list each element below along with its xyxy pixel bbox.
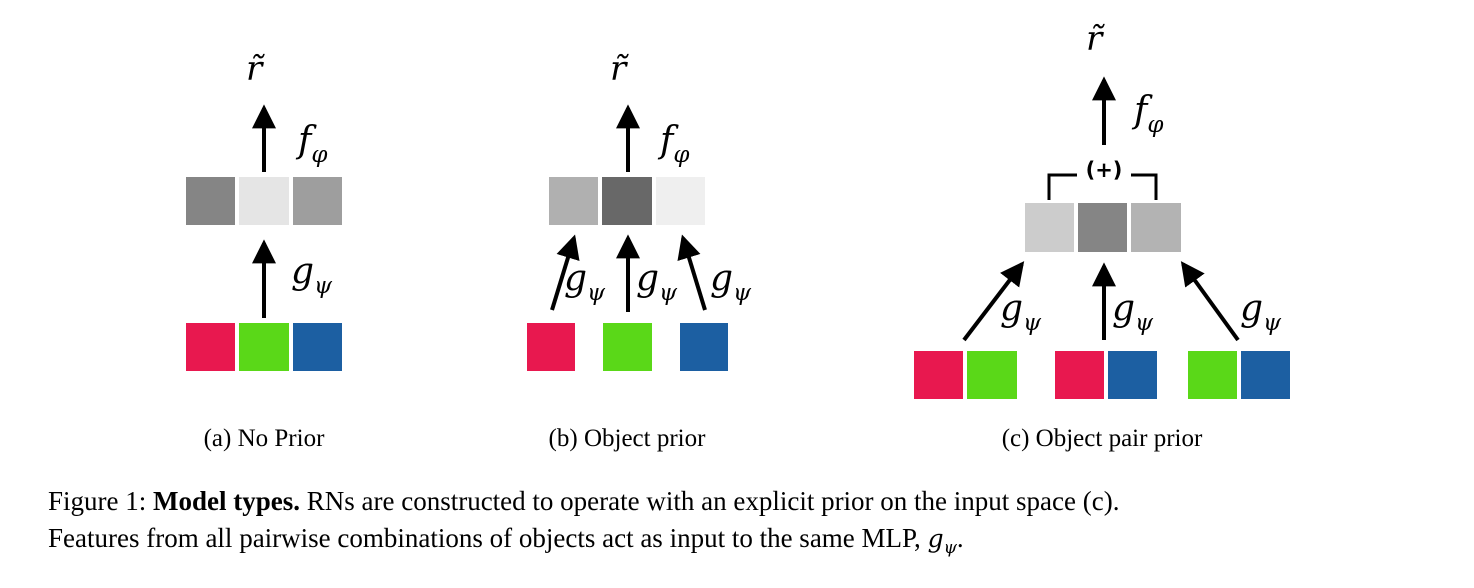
relation-network-diagram: r̃ fφ gψ (a) No Prior r̃ fφ gψ gψ gψ (b)… [186,19,1290,452]
panel-c-g-label-right: gψ [1240,288,1282,336]
figure-caption-line-2: Features from all pairwise combinations … [48,520,1448,567]
figure-caption-text-2: Features from all pairwise combinations … [48,523,921,553]
panel-a-feature-cell-3 [293,177,342,225]
panel-a-f-label: fφ [295,120,328,168]
panel-a-feature-cell-2 [239,177,289,225]
panel-b-object-prior: r̃ fφ gψ gψ gψ (b) Object prior [527,49,752,452]
panel-b-object-red [527,323,575,371]
panel-c-pair3-blue [1241,351,1290,399]
panel-c-pair3-green [1188,351,1237,399]
figure-label: Figure 1: [48,486,147,516]
panel-b-g-label-right: gψ [710,258,752,306]
figure-caption-mlp-symbol: gψ [927,524,957,558]
figure-caption-period: . [956,523,964,553]
panel-c-pair1-red [914,351,963,399]
panel-b-g-arrow-right [677,234,707,311]
panel-c-sum-bracket-right [1131,173,1158,200]
panel-c-feature-cell-1 [1025,203,1074,252]
panel-b-object-green [603,323,652,371]
panel-b-feature-cell-3 [656,177,705,225]
panel-a-no-prior: r̃ fφ gψ (a) No Prior [186,49,342,452]
panel-a-g-label: gψ [291,251,333,299]
panel-a-output-r: r̃ [246,49,266,89]
panel-b-caption: (b) Object prior [549,425,707,452]
panel-c-g-arrow-right [1180,261,1240,342]
panel-c-sum-bracket-left [1047,173,1077,200]
panel-b-g-arrow-left [550,234,580,311]
panel-c-object-pair-prior: r̃ fφ (+) gψ gψ gψ (c) Object pair prior [914,19,1290,452]
figure-caption: Figure 1: Model types. RNs are construct… [48,483,1448,567]
panel-b-output-r: r̃ [610,49,630,89]
panel-b-f-label: fφ [657,120,690,168]
panel-c-g-label-left: gψ [1000,288,1042,336]
panel-a-feature-cell-1 [186,177,235,225]
panel-c-output-r: r̃ [1086,19,1106,59]
panel-b-g-label-left: gψ [564,258,606,306]
panel-c-g-arrow-left [962,261,1025,342]
panel-a-caption: (a) No Prior [204,425,325,452]
panel-c-feature-cell-2 [1078,203,1127,252]
panel-c-g-label-middle: gψ [1112,288,1154,336]
panel-c-feature-cell-3 [1131,203,1181,252]
panel-c-pair2-red [1055,351,1104,399]
panel-a-object-red [186,323,235,371]
panel-c-pair2-blue [1108,351,1157,399]
panel-b-feature-cell-2 [602,177,652,225]
panel-c-pair1-green [967,351,1017,399]
panel-a-object-green [239,323,289,371]
panel-b-g-label-middle: gψ [636,258,678,306]
panel-b-feature-cell-1 [549,177,598,225]
panel-b-object-blue [680,323,728,371]
figure-caption-line-1: Figure 1: Model types. RNs are construct… [48,483,1448,520]
figure-title: Model types. [153,486,300,516]
panel-c-caption: (c) Object pair prior [1002,425,1203,452]
panel-c-sum-symbol: (+) [1086,158,1123,182]
figure-caption-text-1: RNs are constructed to operate with an e… [306,486,1120,516]
panel-c-f-label: fφ [1131,90,1164,138]
panel-a-object-blue [293,323,342,371]
